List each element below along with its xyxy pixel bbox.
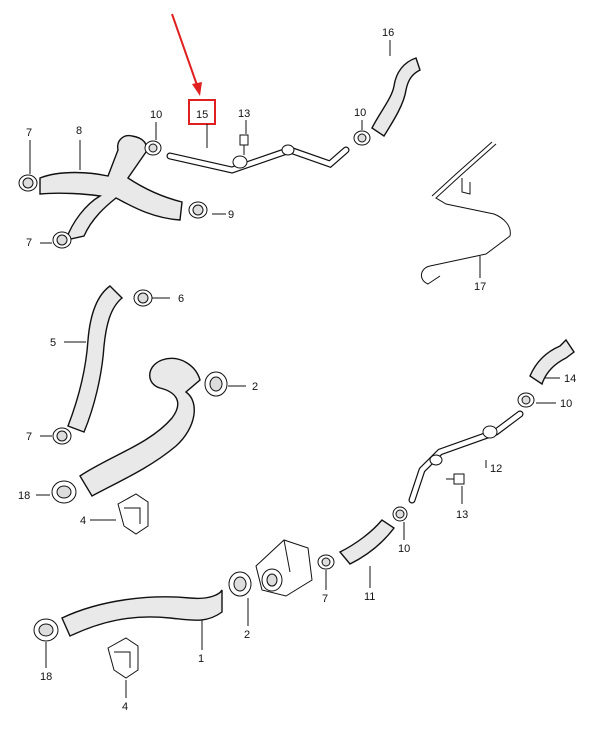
part-13-bolt-a bbox=[239, 134, 249, 155]
callout-2a: 2 bbox=[252, 381, 258, 393]
part-10-clamp-b bbox=[353, 130, 371, 146]
part-1-hose bbox=[61, 589, 223, 637]
callout-17: 17 bbox=[474, 281, 486, 293]
callout-16: 16 bbox=[382, 27, 394, 39]
highlight-arrow bbox=[171, 13, 202, 96]
part-18-clamp-a bbox=[51, 480, 77, 504]
part-17-bracket bbox=[421, 141, 511, 285]
part-2-clamp-a bbox=[204, 371, 228, 397]
leader-lines bbox=[29, 40, 560, 698]
callout-13b: 13 bbox=[456, 509, 468, 521]
part-6-clamp bbox=[133, 289, 153, 307]
callout-8: 8 bbox=[76, 125, 82, 137]
part-10-clamp-a bbox=[144, 140, 162, 156]
callout-labels: 7 8 10 15 13 10 16 9 7 17 6 5 2 14 10 7 … bbox=[18, 27, 576, 713]
part-14-hose bbox=[529, 338, 575, 386]
part-7-clamp-d bbox=[317, 554, 335, 570]
part-10-clamp-d bbox=[392, 506, 408, 522]
callout-14: 14 bbox=[564, 373, 576, 385]
part-15-pipe bbox=[166, 144, 350, 174]
callout-5: 5 bbox=[50, 337, 56, 349]
callout-2b: 2 bbox=[244, 629, 250, 641]
callout-1: 1 bbox=[198, 653, 204, 665]
part-4-bracket-a bbox=[117, 493, 149, 535]
callout-18a: 18 bbox=[18, 490, 30, 502]
large-hose-upper bbox=[79, 357, 201, 497]
highlight-box bbox=[188, 99, 216, 125]
callout-18b: 18 bbox=[40, 671, 52, 683]
callout-13a: 13 bbox=[238, 108, 250, 120]
thermostat-housing bbox=[255, 539, 313, 597]
callout-7b: 7 bbox=[26, 237, 32, 249]
part-9-clamp bbox=[188, 201, 208, 219]
callout-10b: 10 bbox=[354, 107, 366, 119]
callout-7d: 7 bbox=[322, 593, 328, 605]
callout-10c: 10 bbox=[560, 398, 572, 410]
part-13-bolt-b bbox=[446, 473, 465, 485]
part-7-clamp-b bbox=[52, 231, 72, 249]
callout-9: 9 bbox=[228, 209, 234, 221]
part-8-hose bbox=[39, 134, 183, 241]
callout-4a: 4 bbox=[80, 515, 86, 527]
callout-6: 6 bbox=[178, 293, 184, 305]
part-2-clamp-b bbox=[228, 571, 252, 597]
part-7-clamp-a bbox=[18, 174, 38, 192]
part-18-clamp-b bbox=[33, 618, 59, 642]
part-11-hose bbox=[338, 519, 396, 565]
part-5-hose bbox=[67, 285, 124, 433]
part-4-bracket-b bbox=[107, 637, 139, 679]
callout-10a: 10 bbox=[150, 109, 162, 121]
part-16-hose bbox=[371, 57, 421, 137]
callout-15: 15 bbox=[196, 109, 208, 121]
callout-12: 12 bbox=[490, 463, 502, 475]
part-7-clamp-c bbox=[52, 427, 72, 445]
callout-10d: 10 bbox=[398, 543, 410, 555]
part-10-clamp-c bbox=[517, 392, 535, 408]
part-12-pipe bbox=[408, 410, 524, 504]
callout-7a: 7 bbox=[26, 127, 32, 139]
callout-11: 11 bbox=[364, 591, 375, 603]
callout-4b: 4 bbox=[122, 701, 128, 713]
callout-7c: 7 bbox=[26, 431, 32, 443]
